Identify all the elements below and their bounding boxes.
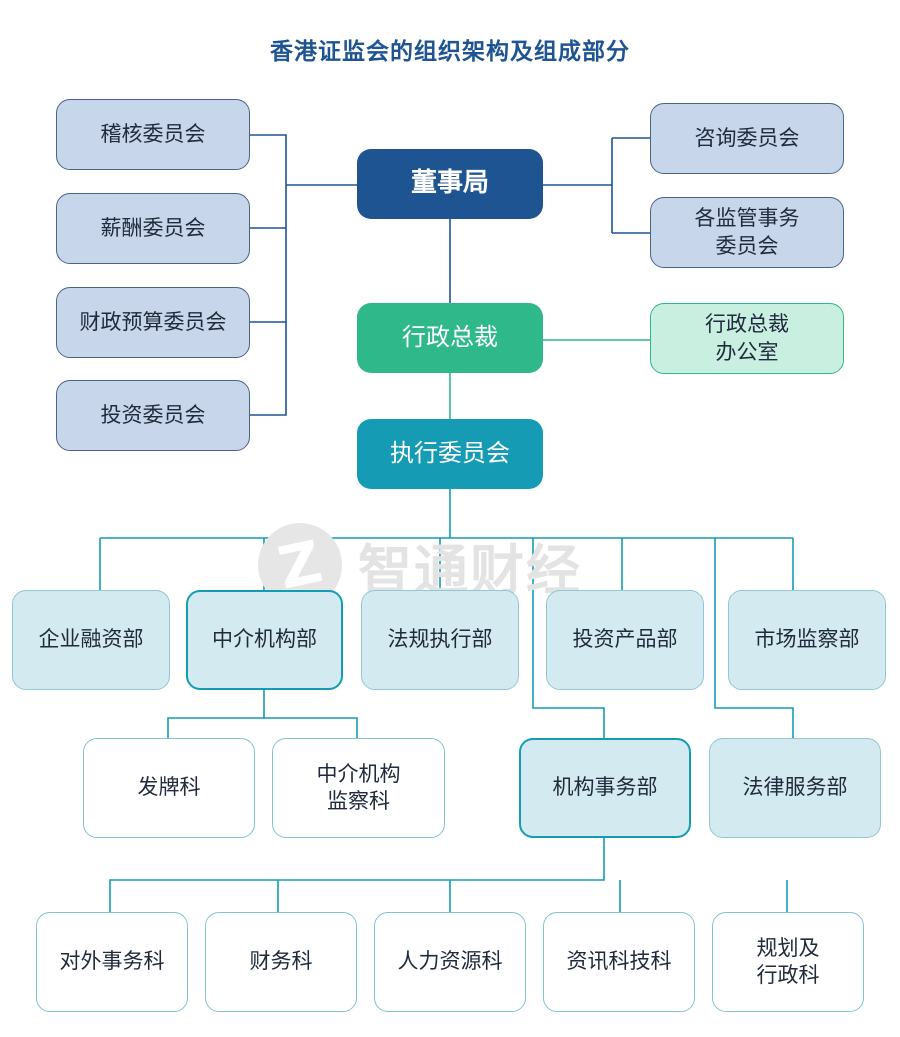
investment-committee-label: 投资委员会 xyxy=(100,402,206,427)
market-surveillance-division-box: 市场监察部 xyxy=(728,590,886,690)
advisory-committee-label: 咨询委员会 xyxy=(694,125,800,150)
intermediaries-supervision-label-line2: 监察科 xyxy=(327,789,390,813)
planning-administration-label-line1: 规划及 xyxy=(756,935,820,960)
external-affairs-section-label: 对外事务科 xyxy=(59,949,165,974)
corporate-affairs-division-label: 机构事务部 xyxy=(552,775,658,800)
information-technology-section-label: 资讯科技科 xyxy=(566,949,672,974)
advisory-committee-box: 咨询委员会 xyxy=(650,103,844,174)
investment-products-division-label: 投资产品部 xyxy=(572,627,678,652)
audit-committee-label: 稽核委员会 xyxy=(100,121,206,146)
ceo-office-label-line1: 行政总裁 xyxy=(705,312,789,337)
investment-committee-box: 投资委员会 xyxy=(56,380,250,451)
budget-committee-label: 财政预算委员会 xyxy=(79,309,227,334)
planning-administration-section-box: 规划及 行政科 xyxy=(712,912,864,1012)
finance-section-box: 财务科 xyxy=(205,912,357,1012)
board-box: 董事局 xyxy=(357,149,543,219)
corporate-finance-division-label: 企业融资部 xyxy=(38,627,144,652)
audit-committee-box: 稽核委员会 xyxy=(56,99,250,170)
intermediaries-supervision-label-line1: 中介机构 xyxy=(316,761,401,786)
enforcement-division-label: 法规执行部 xyxy=(387,627,493,652)
ceo-label: 行政总裁 xyxy=(402,323,498,352)
finance-section-label: 财务科 xyxy=(249,949,313,974)
corporate-finance-division-box: 企业融资部 xyxy=(12,590,170,690)
regulatory-committees-label-line2: 委员会 xyxy=(715,233,779,258)
legal-services-division-label: 法律服务部 xyxy=(742,775,848,800)
board-label: 董事局 xyxy=(410,168,489,199)
licensing-section-label: 发牌科 xyxy=(137,775,201,800)
legal-services-division-box: 法律服务部 xyxy=(709,738,881,838)
external-affairs-section-box: 对外事务科 xyxy=(36,912,188,1012)
executive-committee-box: 执行委员会 xyxy=(357,419,543,489)
executive-committee-label: 执行委员会 xyxy=(390,439,510,468)
corporate-affairs-division-box: 机构事务部 xyxy=(519,738,691,838)
licensing-section-box: 发牌科 xyxy=(83,738,255,838)
ceo-office-label-line2: 办公室 xyxy=(715,339,779,364)
remuneration-committee-label: 薪酬委员会 xyxy=(100,215,206,240)
intermediaries-division-label: 中介机构部 xyxy=(212,627,317,652)
page-title: 香港证监会的组织架构及组成部分 xyxy=(270,39,630,65)
ceo-box: 行政总裁 xyxy=(357,303,543,373)
enforcement-division-box: 法规执行部 xyxy=(361,590,519,690)
ceo-office-box: 行政总裁 办公室 xyxy=(650,303,844,374)
intermediaries-division-box: 中介机构部 xyxy=(186,590,343,690)
planning-administration-label-line2: 行政科 xyxy=(756,963,820,987)
regulatory-committees-label-line1: 各监管事务 xyxy=(694,206,800,231)
regulatory-committees-box: 各监管事务 委员会 xyxy=(650,197,844,268)
market-surveillance-division-label: 市场监察部 xyxy=(754,627,860,652)
investment-products-division-box: 投资产品部 xyxy=(546,590,704,690)
human-resources-section-label: 人力资源科 xyxy=(397,949,503,974)
intermediaries-supervision-section-box: 中介机构 监察科 xyxy=(272,738,445,838)
budget-committee-box: 财政预算委员会 xyxy=(56,287,250,358)
information-technology-section-box: 资讯科技科 xyxy=(543,912,695,1012)
remuneration-committee-box: 薪酬委员会 xyxy=(56,193,250,264)
human-resources-section-box: 人力资源科 xyxy=(374,912,526,1012)
